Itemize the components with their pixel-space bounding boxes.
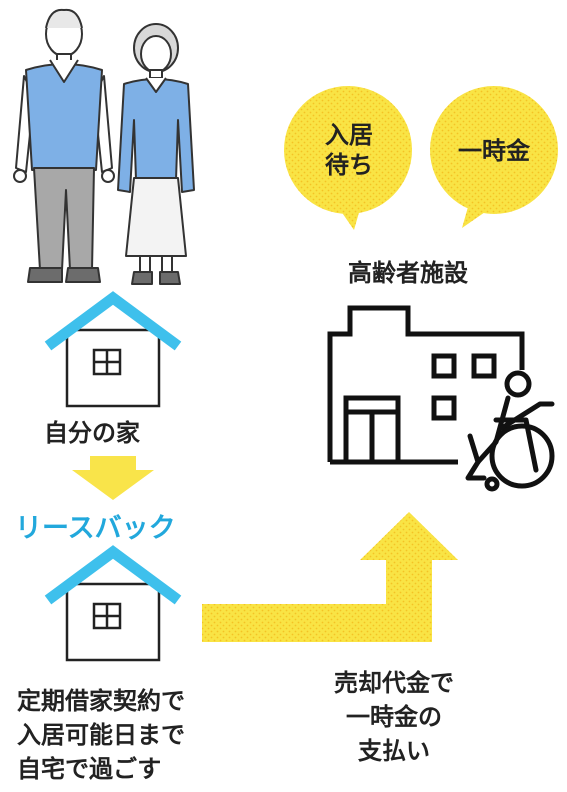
right-caption-line3: 支払い (358, 737, 430, 765)
facility-building-icon (327, 305, 525, 465)
leaseback-home-icon (44, 545, 182, 662)
right-caption-line2: 一時金の (346, 703, 442, 731)
left-caption-line3: 自宅で過ごす (17, 755, 162, 783)
elderly-woman-illustration (117, 23, 195, 285)
right-caption-line1: 売却代金で (334, 669, 454, 697)
bubble-nyukyo-machi (284, 86, 412, 230)
home-icon (44, 291, 182, 408)
left-caption-line1: 定期借家契約で (17, 687, 185, 715)
payment-flow-arrow (202, 512, 458, 642)
home-label: 自分の家 (44, 419, 140, 447)
bubble-nyukyo-machi-text: 入居 待ち (325, 121, 373, 179)
elderly-man-illustration (13, 8, 115, 283)
leaseback-label: リースバック (15, 513, 176, 544)
down-arrow-icon (72, 456, 154, 500)
left-caption-line2: 入居可能日まで (17, 721, 185, 749)
facility-label: 高齢者施設 (348, 259, 468, 287)
wheelchair-icon (465, 370, 555, 492)
bubble-ichijikin-text: 一時金 (458, 137, 530, 165)
bubble-ichijikin (430, 86, 558, 228)
